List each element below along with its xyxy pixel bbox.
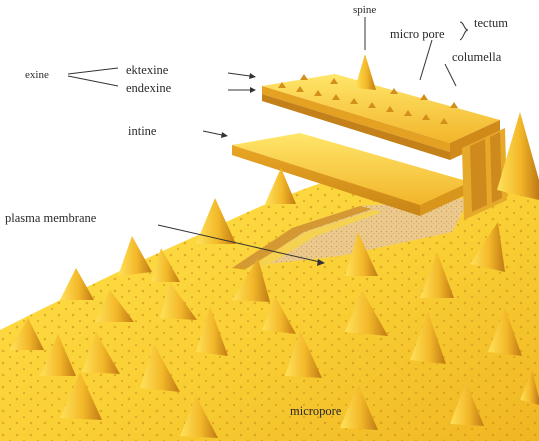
exine-label: exine bbox=[25, 69, 49, 81]
tectum-label: tectum bbox=[474, 16, 508, 30]
spine-label: spine bbox=[353, 4, 376, 16]
columella-label: columella bbox=[452, 50, 502, 64]
micropore-bottom-label: micropore bbox=[290, 404, 342, 418]
top-spine bbox=[355, 54, 376, 90]
columella-leader bbox=[445, 64, 456, 86]
tectum-bracket bbox=[460, 22, 468, 40]
micropore-top-label: micro pore bbox=[390, 27, 445, 41]
ektexine-label: ektexine bbox=[126, 63, 169, 77]
endexine-label: endexine bbox=[126, 81, 172, 95]
intine-leader bbox=[203, 131, 222, 135]
intine-label: intine bbox=[128, 124, 157, 138]
plasma-membrane-label: plasma membrane bbox=[5, 211, 97, 225]
ektexine-leader bbox=[228, 73, 250, 76]
micropore-leader bbox=[420, 40, 432, 80]
